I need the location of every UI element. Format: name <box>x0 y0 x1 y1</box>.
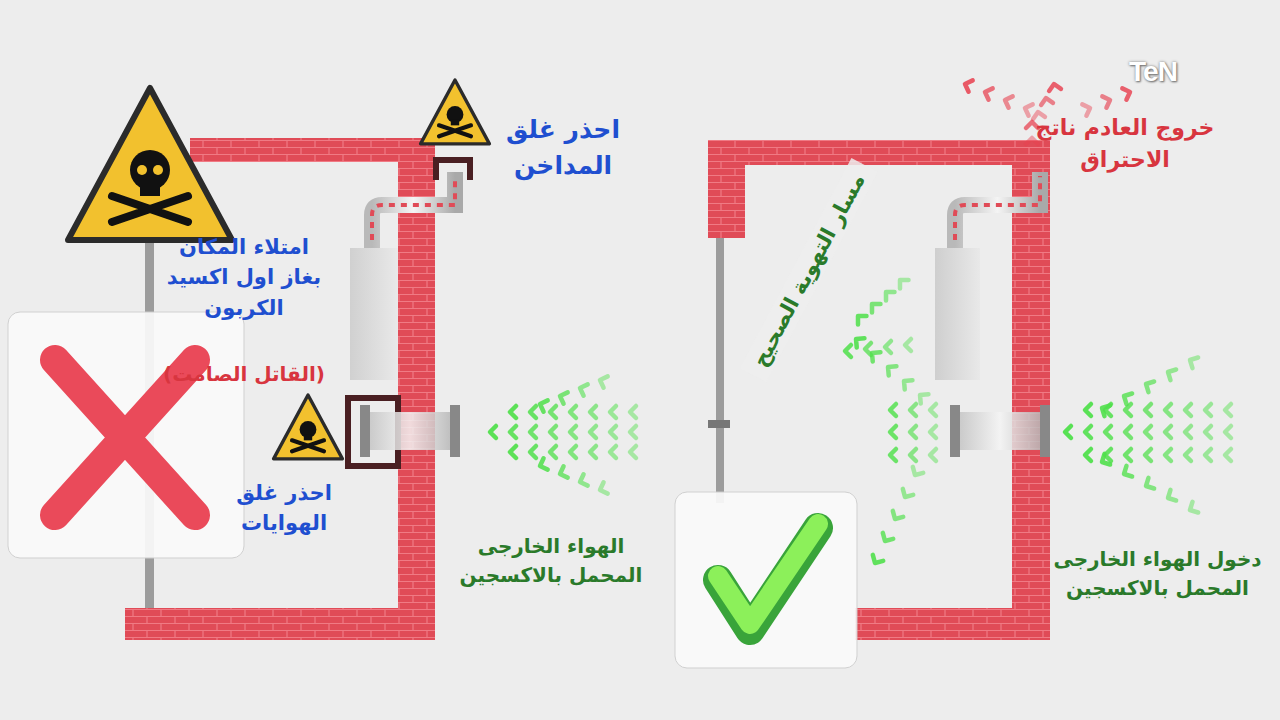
caption-text: (القاتل الصامت) <box>158 360 330 389</box>
watermark: TeN <box>1112 52 1194 93</box>
warning-sign <box>274 395 343 459</box>
caption-text: احذر غلق المداخن <box>468 112 658 185</box>
check-mark <box>675 492 857 668</box>
heater <box>935 248 980 380</box>
chimney-pipe <box>372 172 455 248</box>
blocked-chimney <box>436 160 470 180</box>
caption-text: احذر غلق الهوايات <box>198 478 370 539</box>
floor-wall <box>125 608 435 640</box>
vent-pipe <box>360 412 460 450</box>
side-wall <box>398 138 435 640</box>
door-frame <box>716 238 724 503</box>
side-wall <box>1012 140 1050 640</box>
wrong-mark <box>8 312 244 558</box>
ceiling-wall <box>708 140 1050 165</box>
chimney-pipe <box>955 172 1040 248</box>
vent-pipe <box>950 412 1050 450</box>
caption-text: امتلاء المكان بغاز اول اكسيد الكربون <box>158 232 330 323</box>
side-wall <box>708 140 745 238</box>
caption-text: دخول الهواء الخارجى المحمل بالاكسجين <box>1050 545 1265 603</box>
floor-wall <box>855 608 1050 640</box>
heater <box>350 248 398 380</box>
warning-sign <box>421 80 490 144</box>
warning-sign <box>68 88 232 240</box>
caption-text: الهواء الخارجى المحمل بالاكسجين <box>448 532 654 590</box>
caption-text: خروج العادم ناتج الاحتراق <box>1030 112 1220 176</box>
